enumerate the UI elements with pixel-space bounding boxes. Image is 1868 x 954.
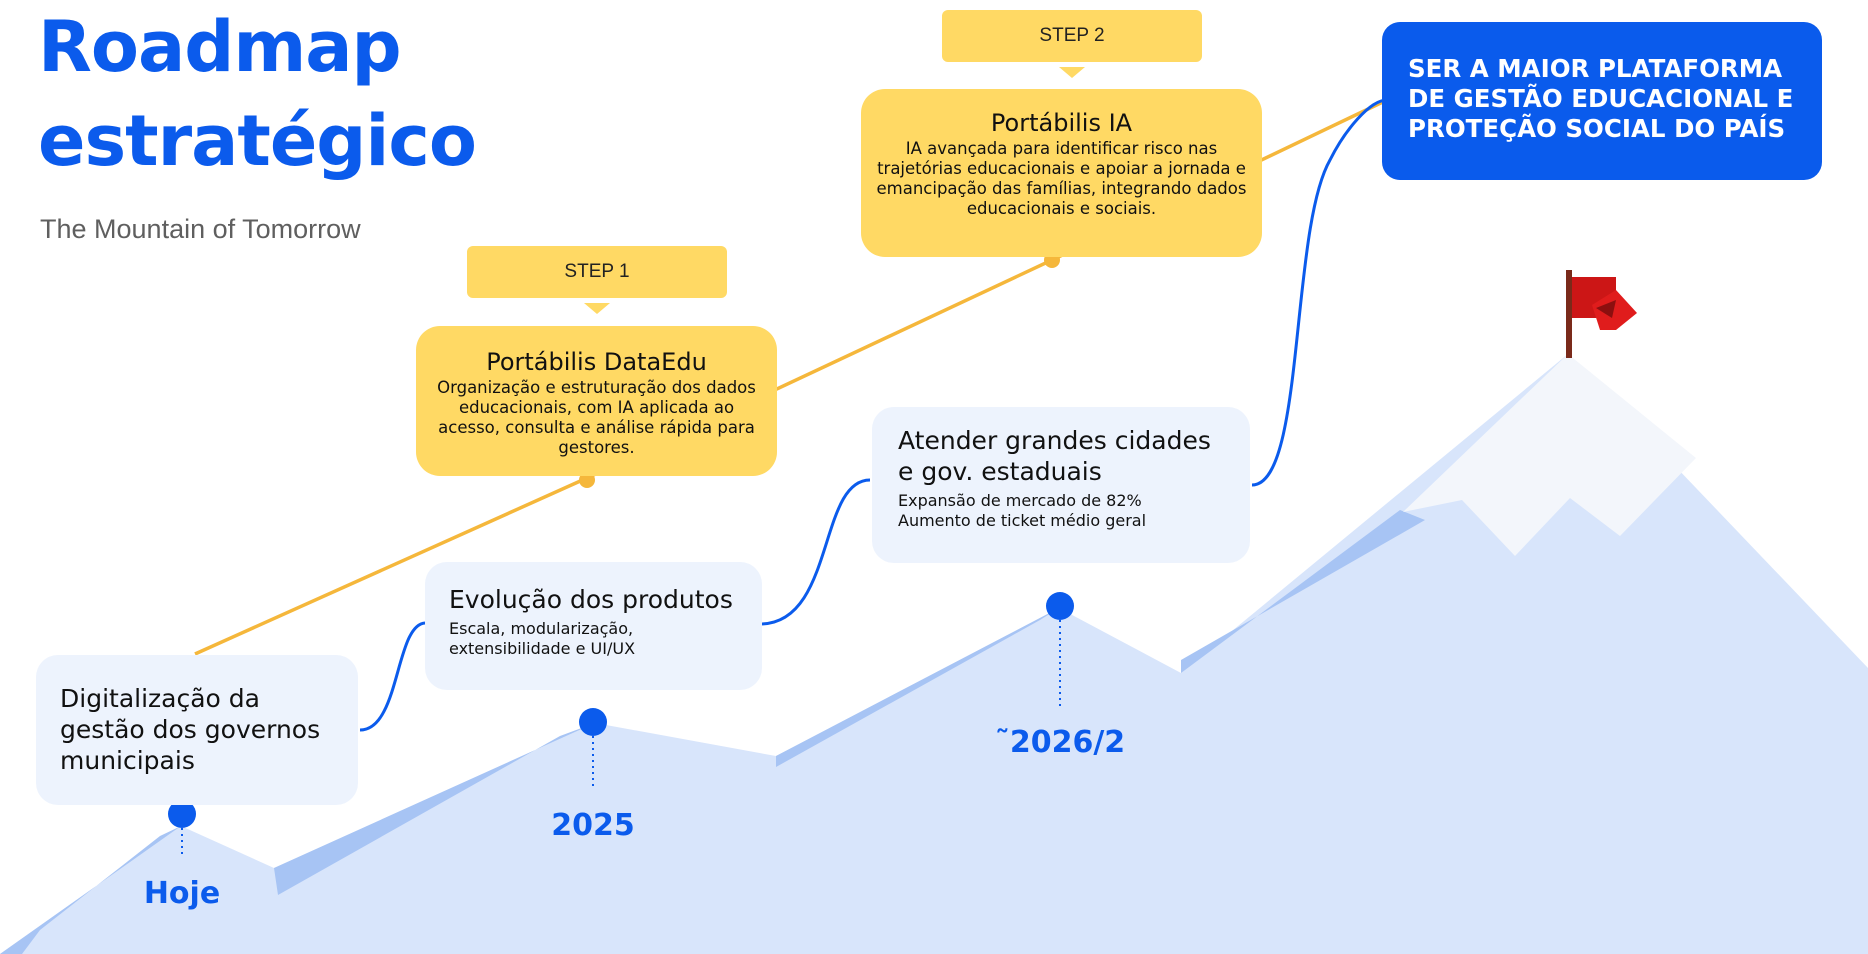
mountain-shade-mid1 [274,723,595,895]
step-card-ia: Portábilis IA IA avançada para identific… [861,89,1262,257]
milestone-title: Evolução dos produtos [449,585,733,614]
step-description: IA avançada para identificar risco nas t… [876,139,1247,218]
year-label-2026: ˜2026/2 [994,725,1126,760]
mountain-body [0,354,1868,954]
mountain-shade-right [1181,510,1425,673]
connector-3 [1251,98,1388,487]
page-title-line-2: estratégico [38,100,477,182]
step-title: Portábilis IA [990,109,1133,137]
goal-card: SER A MAIOR PLATAFORMA DE GESTÃO EDUCACI… [1382,22,1822,180]
connector-1 [359,621,426,732]
flag-icon [1566,270,1637,358]
step-title: Portábilis DataEdu [486,348,707,376]
step1-dot-icon [579,472,595,488]
milestone-card-2026: Atender grandes cidades e gov. estaduais… [872,407,1250,563]
milestone-dot-icon [579,708,607,790]
milestone-dot-icon [1046,592,1074,708]
mountain-shade-mid2 [776,608,1059,767]
step-description: Organização e estruturação dos dados edu… [437,378,756,457]
page-title-line-1: Roadmap [38,6,402,88]
step-label-2: STEP 2 [942,10,1202,78]
milestone-description: Escala, modularização, extensibilidade e… [449,619,636,658]
page-title: Roadmap estratégico [38,0,477,188]
page-subtitle: The Mountain of Tomorrow [40,214,361,244]
milestone-card-2025: Evolução dos produtos Escala, modulariza… [425,562,762,690]
milestone-description: Expansão de mercado de 82% Aumento de ti… [898,491,1147,530]
mountain-shade-left [0,826,181,954]
step-label-1: STEP 1 [467,246,727,314]
year-label-today: Hoje [143,876,221,911]
milestone-title: Atender grandes cidades e gov. estaduais [898,426,1211,486]
milestone-dot-icon [168,800,196,858]
step-card-dataedu: Portábilis DataEdu Organização e estrutu… [416,326,777,476]
milestone-title: Digitalização da gestão dos governos mun… [60,684,321,775]
milestone-card-today: Digitalização da gestão dos governos mun… [36,655,358,805]
mountain-snow [1403,354,1696,556]
year-label-2025: 2025 [551,808,635,843]
connector-2 [759,478,871,626]
